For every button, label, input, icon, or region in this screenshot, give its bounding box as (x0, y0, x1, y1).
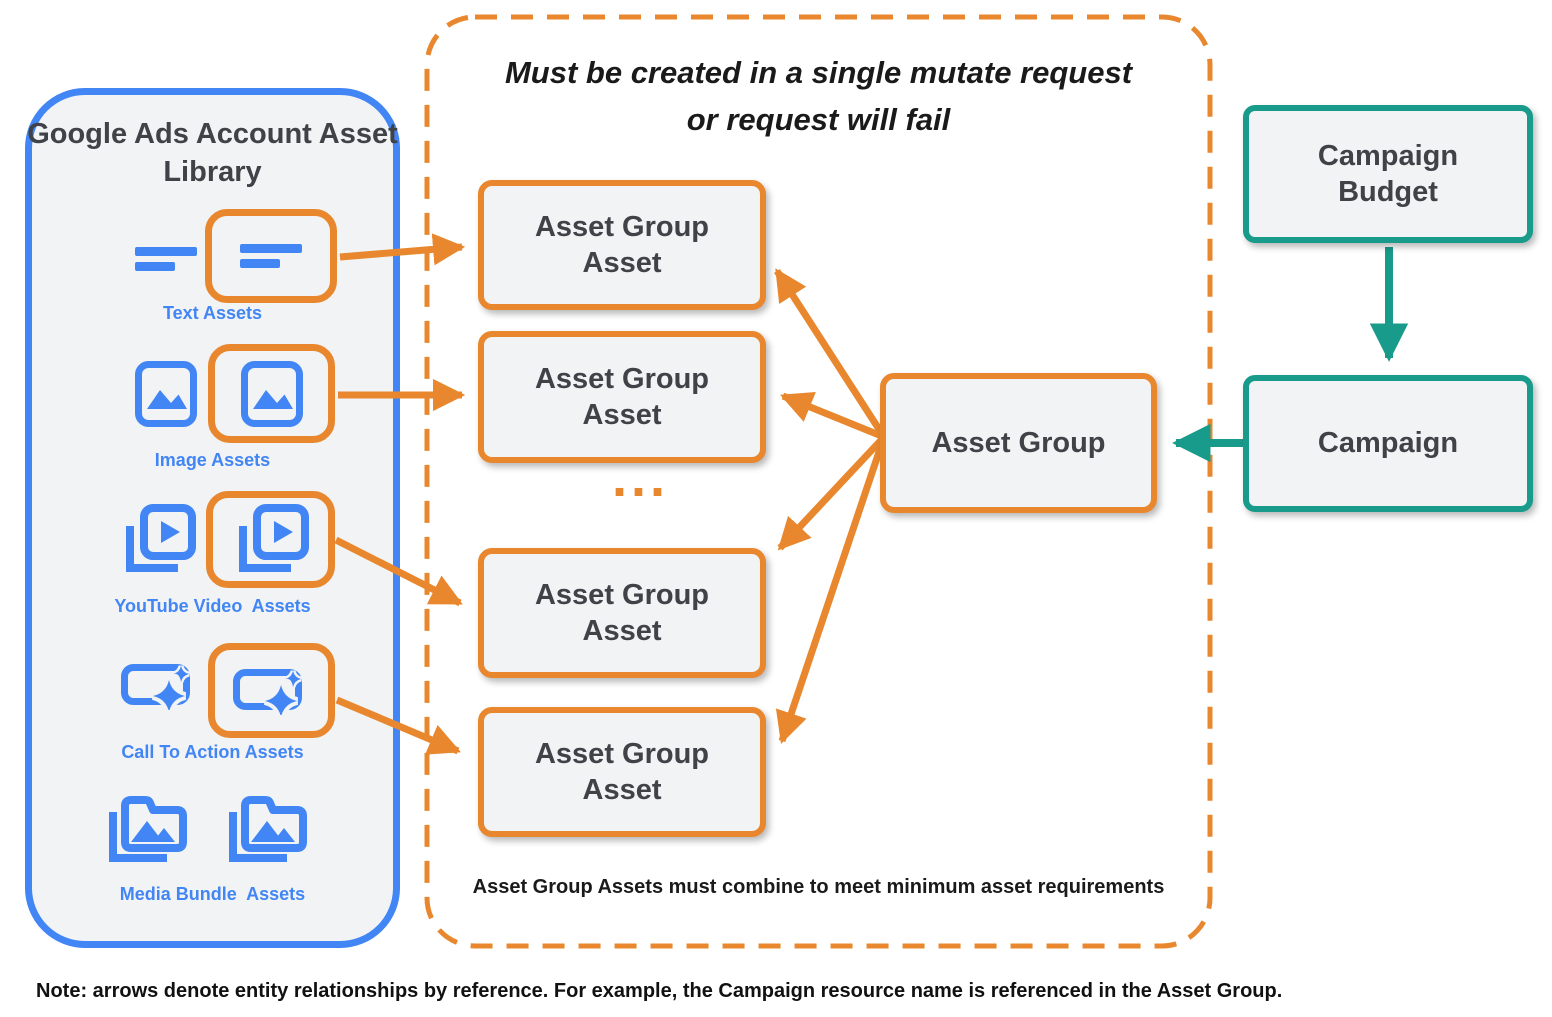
campaign-budget-box: Campaign Budget (1243, 105, 1533, 243)
campaign-label: Campaign (1317, 427, 1459, 460)
asset-group-asset-box-1: Asset Group Asset (478, 180, 766, 310)
youtube-video-assets-label: YouTube Video Assets (114, 596, 311, 616)
call-to-action-assets-label: Call To Action Assets (121, 742, 304, 762)
mutate-request-title-line2: or request will fail (686, 101, 951, 137)
youtube-video-asset-icon (120, 502, 196, 578)
mutate-request-title: Must be created in a single mutate reque… (427, 50, 1210, 143)
media-bundle-assets-label: Media Bundle Assets (119, 884, 306, 904)
diagram-note: Note: arrows denote entity relationships… (36, 980, 1283, 1002)
campaign-budget-label: Campaign Budget (1317, 139, 1459, 208)
text-asset-icon (240, 244, 302, 268)
image-assets-label: Image Assets (154, 450, 271, 470)
text-assets-label: Text Assets (162, 303, 263, 323)
media-bundle-asset-icon (225, 790, 313, 866)
asset-group-asset-box-3: Asset Group Asset (478, 548, 766, 678)
asset-group-asset-label: Asset Group Asset (534, 737, 710, 806)
youtube-video-asset-icon (233, 502, 309, 578)
text-asset-icon (135, 247, 197, 271)
asset-group-box: Asset Group (880, 373, 1157, 513)
asset-group-asset-label: Asset Group Asset (534, 362, 710, 431)
image-asset-icon (241, 361, 303, 427)
arrow-asset-group-to-aga4 (775, 435, 888, 745)
image-asset-icon (135, 361, 197, 427)
text-asset-highlight (205, 209, 337, 303)
call-to-action-asset-icon (233, 667, 311, 715)
mutate-footnote: Asset Group Assets must combine to meet … (472, 876, 1165, 898)
arrow-asset-group-to-aga2 (780, 391, 886, 441)
campaign-box: Campaign (1243, 375, 1533, 512)
call-to-action-asset-highlight (208, 643, 335, 738)
mutate-request-title-line1: Must be created in a single mutate reque… (504, 55, 1133, 90)
arrow-asset-group-to-aga1 (774, 268, 887, 439)
call-to-action-asset-icon (121, 662, 199, 710)
asset-library-title: Google Ads Account Asset Library (27, 118, 398, 188)
ellipsis: ... (612, 448, 670, 508)
youtube-video-asset-highlight (206, 491, 335, 588)
asset-group-asset-box-2: Asset Group Asset (478, 331, 766, 463)
media-bundle-asset-icon (105, 790, 193, 866)
image-asset-highlight (208, 344, 335, 443)
arrow-asset-group-to-aga3 (777, 434, 887, 551)
asset-group-asset-label: Asset Group Asset (534, 210, 710, 279)
asset-group-asset-box-4: Asset Group Asset (478, 707, 766, 837)
asset-group-label: Asset Group (931, 426, 1106, 459)
asset-group-asset-label: Asset Group Asset (534, 578, 710, 647)
